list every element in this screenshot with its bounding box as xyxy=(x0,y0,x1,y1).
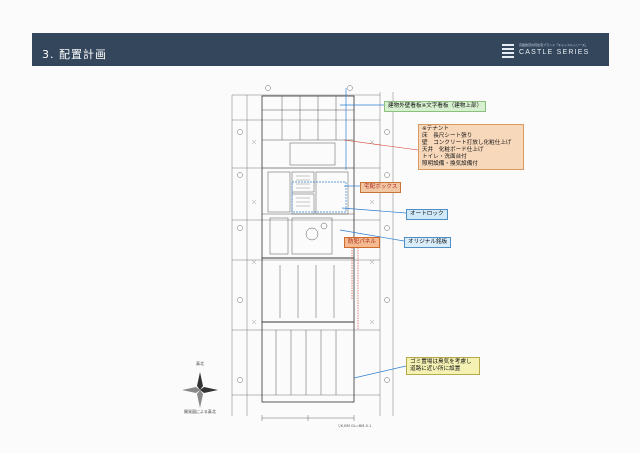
tenant-line: 照明設備・換気設備付 xyxy=(422,161,478,167)
tenant-line: 天井 化粧ボード仕上げ xyxy=(422,147,484,153)
tenant-line: 床 長尺シート張り xyxy=(422,133,473,139)
brand-logo-text: CASTLE SERIES xyxy=(519,49,590,56)
callout-security-panel: 防犯パネル xyxy=(344,237,380,248)
trash-line: 道路に近い所に設置 xyxy=(410,366,461,372)
callout-building-sign: 建物外壁看板※文字看板（建物上部） xyxy=(384,101,487,112)
callout-auto-lock: オートロック xyxy=(406,209,448,220)
compass-caption: 開発図による真北 xyxy=(184,409,216,414)
tenant-line: ※テナント xyxy=(422,126,450,132)
callout-original-nameplate: オリジナル銘板 xyxy=(404,237,452,248)
brand-subtitle: 高級賃貸共同住宅ブランド「キャッスルシリーズ」 xyxy=(519,43,588,47)
callout-garbage-area: ゴミ置場は臭気を考慮し 道路に近い所に設置 xyxy=(406,357,480,375)
page-header: 3. 配置計画 高級賃貸共同住宅ブランド「キャッスルシリーズ」 CASTLE S… xyxy=(32,33,609,66)
trash-line: ゴミ置場は臭気を考慮し xyxy=(410,359,472,365)
true-north-label: 真北 xyxy=(196,361,204,366)
callout-tenant-spec: ※テナント 床 長尺シート張り 壁 コンクリート打放し化粧仕上げ 天井 化粧ボー… xyxy=(418,124,524,170)
tenant-line: トイレ・洗面台付 xyxy=(422,154,467,160)
benchmark-note: ▽K.BM GL=BM-0.1 xyxy=(338,424,372,428)
page-title: 3. 配置計画 xyxy=(42,48,107,61)
castle-logo-icon xyxy=(502,44,514,58)
tenant-line: 壁 コンクリート打放し化粧仕上げ xyxy=(422,140,512,146)
compass-rose-icon xyxy=(182,372,218,408)
callout-delivery-box: 宅配ボックス xyxy=(360,182,402,193)
